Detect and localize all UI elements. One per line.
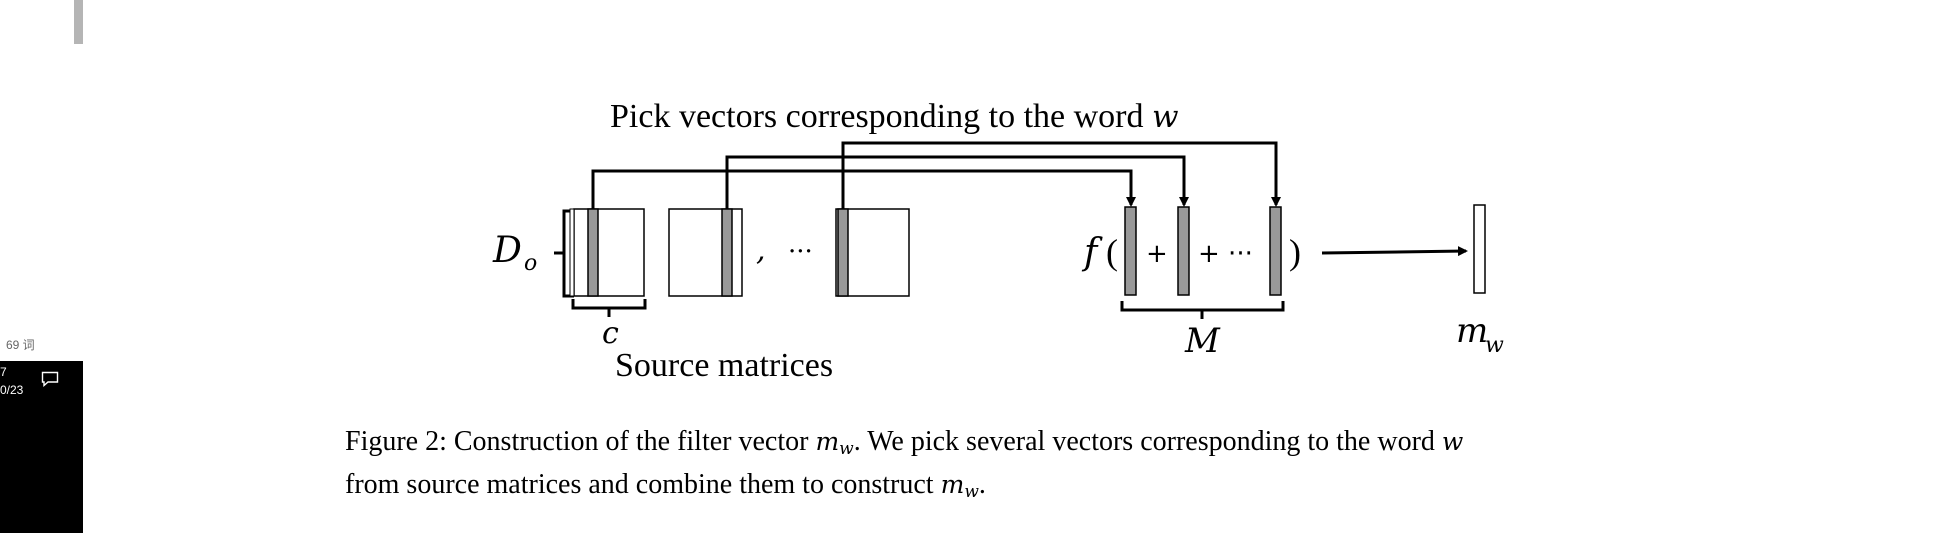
combined-vector-1: [1124, 206, 1137, 296]
mw-subscript: w: [1485, 333, 1504, 358]
arrow-line-3: [841, 141, 1281, 209]
f-label: f: [1081, 232, 1103, 273]
clock-date: 0/23: [0, 383, 24, 397]
plus-ellipsis: + ···: [1198, 239, 1253, 269]
figure-caption: Figure 2: Construction of the filter vec…: [345, 424, 1665, 510]
do-bracket: [554, 209, 574, 298]
source-matrix-1: [573, 208, 645, 297]
c-label: c: [602, 316, 619, 351]
picked-vector-1: [587, 208, 599, 297]
picked-vector-2: [721, 208, 733, 297]
caption-line-2: from source matrices and combine them to…: [345, 469, 986, 502]
caption-line-1: Figure 2: Construction of the filter vec…: [345, 426, 1464, 459]
source-matrix-1-shadow: [569, 208, 575, 297]
chat-bubble-icon[interactable]: [41, 371, 59, 387]
arrow-line-2: [725, 155, 1189, 209]
close-paren: ): [1289, 232, 1301, 272]
m-label: M: [1184, 321, 1221, 361]
picked-vector-3: [837, 208, 849, 297]
source-matrices-label: Source matrices: [615, 347, 833, 384]
combined-vector-3: [1269, 206, 1282, 296]
clock-time: 7: [0, 365, 7, 379]
do-label: D: [492, 230, 522, 271]
combined-vector-2: [1177, 206, 1190, 296]
word-count-status: 69 词: [6, 338, 35, 352]
figure-title: Pick vectors corresponding to the word w: [610, 98, 1179, 135]
arrow-line-1: [591, 169, 1136, 209]
matrix-comma: ,: [756, 233, 766, 268]
do-subscript: o: [524, 251, 537, 276]
filter-vector-mw: [1473, 204, 1486, 294]
c-brace: [571, 299, 647, 317]
matrix-ellipsis: ···: [788, 237, 813, 267]
taskbar-panel: 7 0/23: [0, 361, 83, 533]
output-arrow: [1321, 246, 1468, 257]
m-brace: [1120, 301, 1285, 319]
open-paren: (: [1106, 232, 1118, 272]
plus-sign: +: [1146, 239, 1168, 269]
figure-diagram: Pick vectors corresponding to the word w…: [492, 98, 1504, 384]
scrollbar-thumb[interactable]: [74, 0, 83, 44]
mw-label: m: [1456, 311, 1488, 351]
